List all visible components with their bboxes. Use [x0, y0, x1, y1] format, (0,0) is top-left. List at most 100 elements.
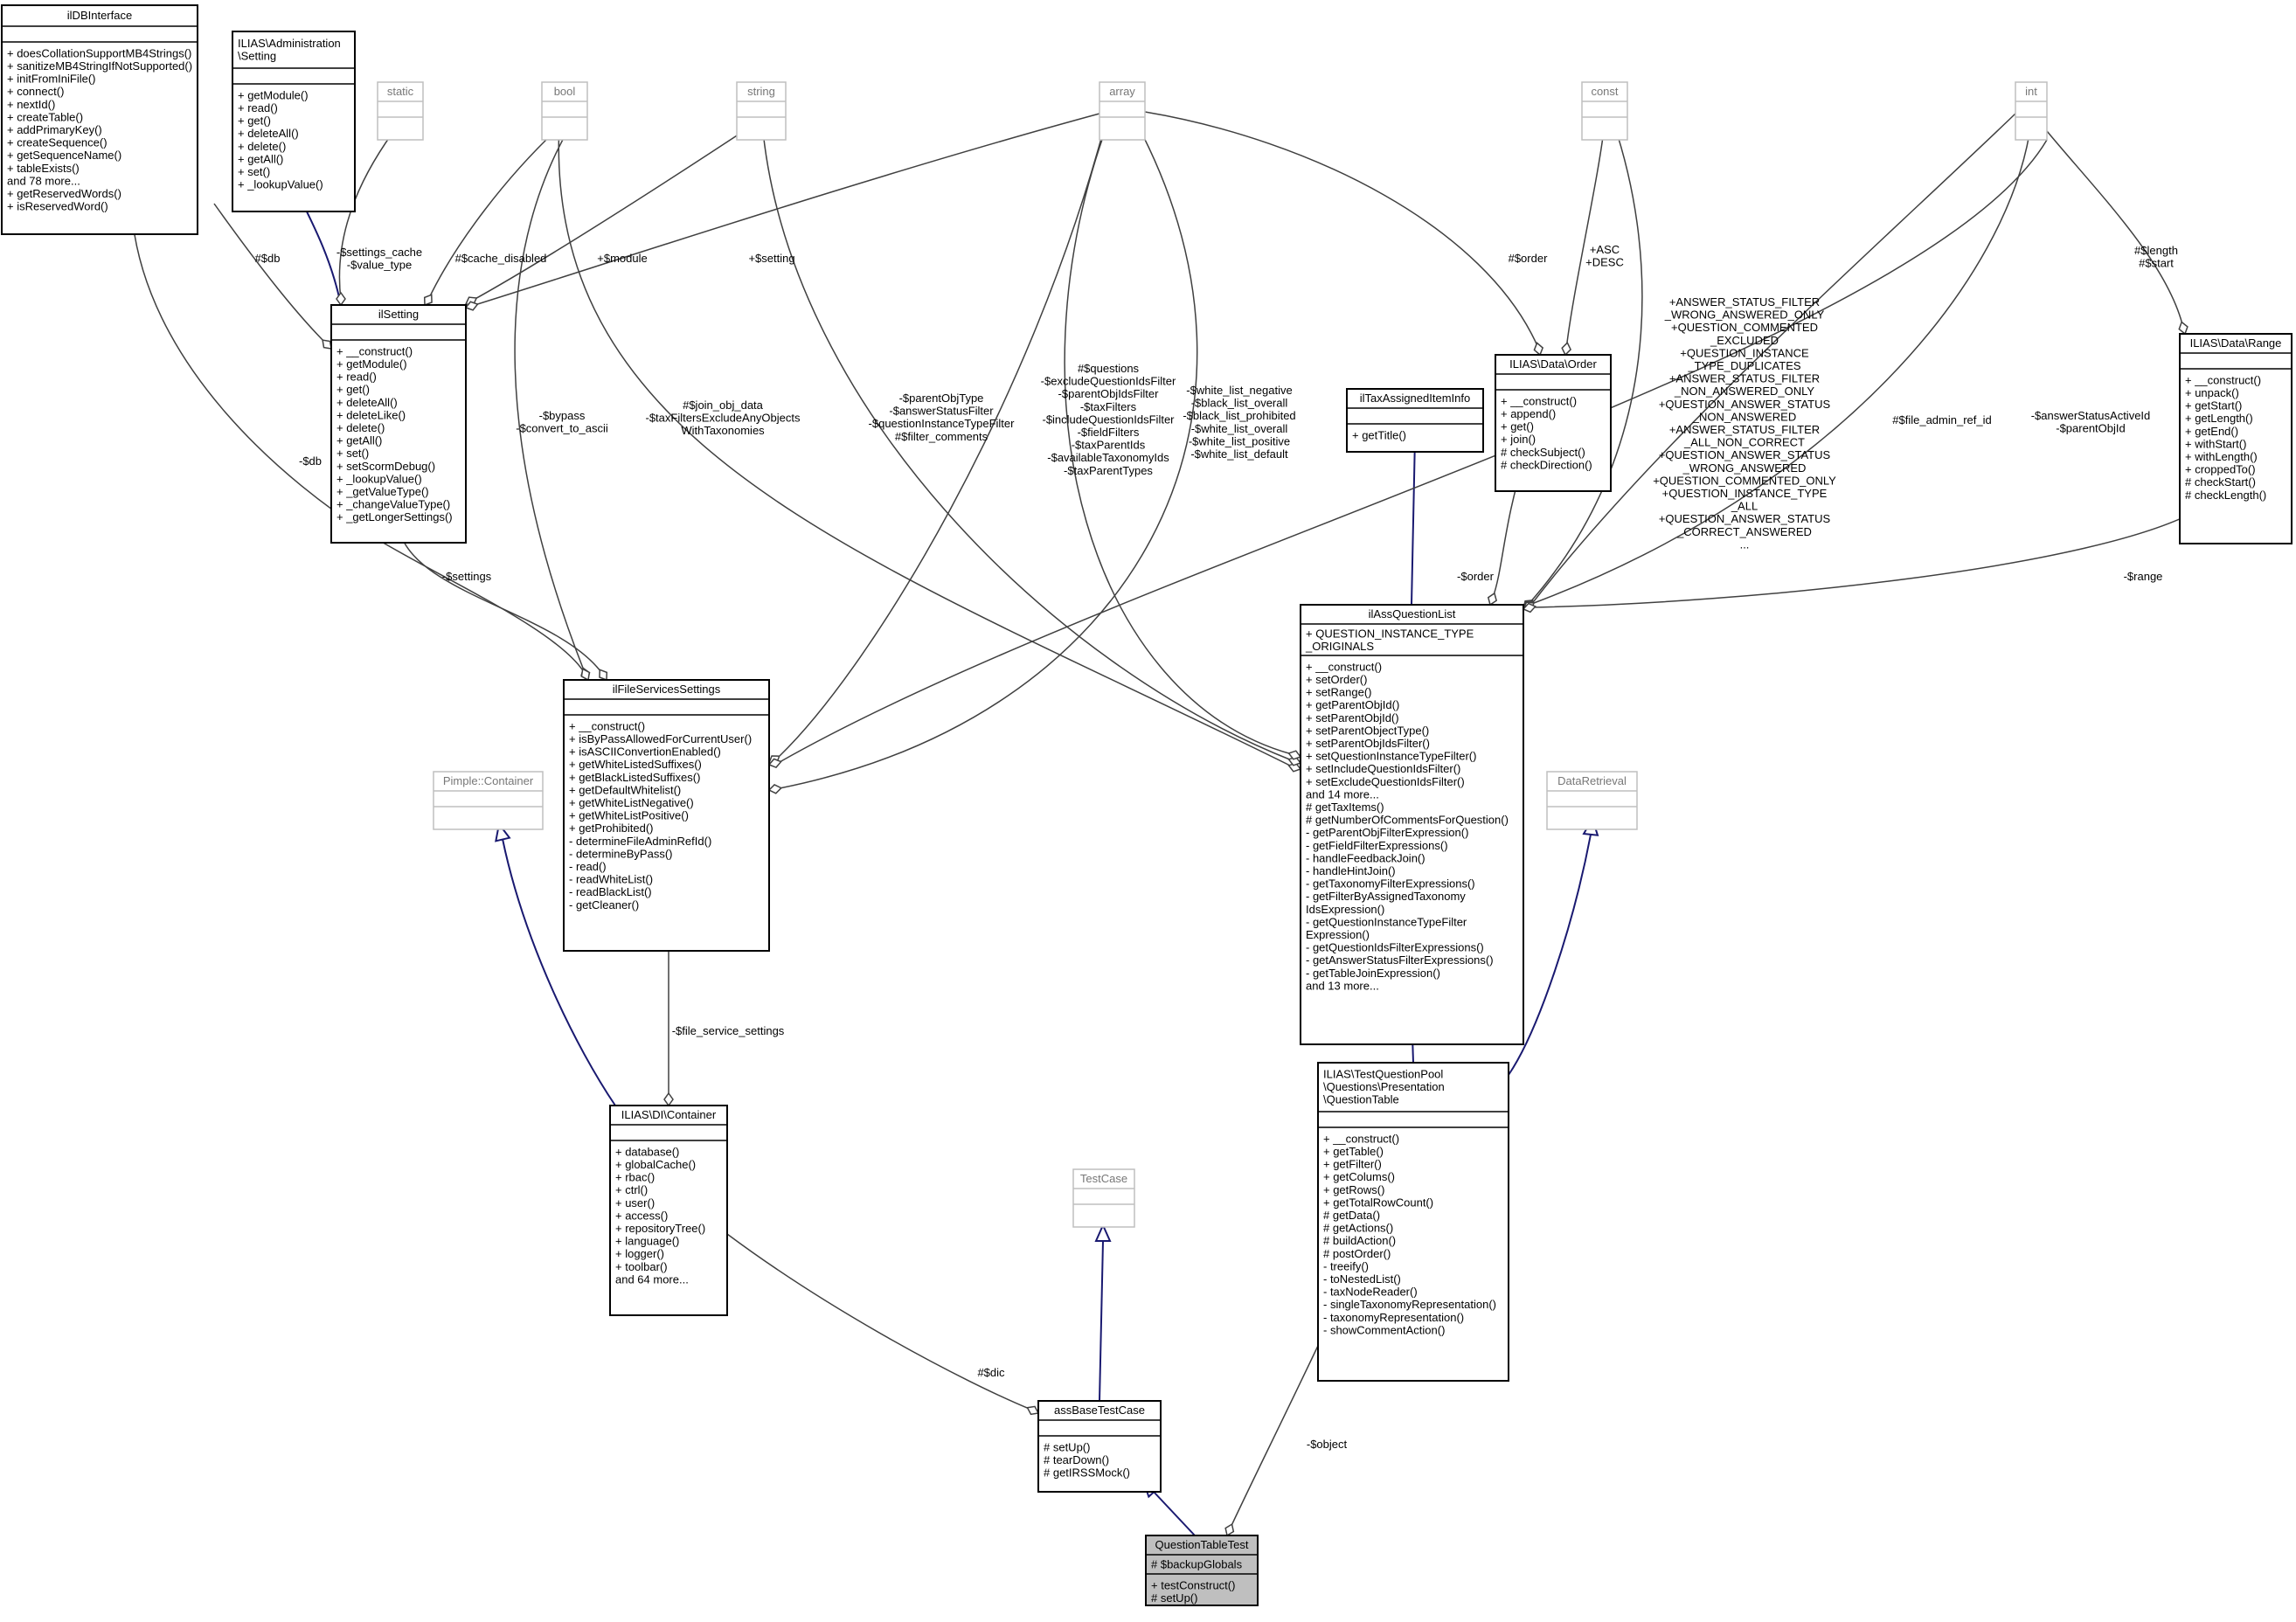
- class-title: DataRetrieval: [1557, 774, 1627, 787]
- class-operation: # checkSubject(): [1501, 446, 1585, 459]
- class-operation: # tearDown(): [1044, 1453, 1109, 1466]
- edge-label-questions: #$questions-$excludeQuestionIdsFilter-$p…: [1041, 362, 1176, 477]
- class-operation: Expression(): [1306, 928, 1370, 941]
- class-title: bool: [554, 85, 576, 98]
- class-operation: and 78 more...: [7, 174, 80, 187]
- edge-label-line: -$value_type: [347, 259, 412, 272]
- class-operation: + isByPassAllowedForCurrentUser(): [569, 732, 752, 745]
- class-node-dataRange[interactable]: ILIAS\Data\Range+ __construct()+ unpack(…: [2179, 333, 2293, 544]
- class-operation: + nextId(): [7, 98, 55, 111]
- class-box: [1145, 1535, 1259, 1606]
- aggregation-diamond: [767, 784, 783, 794]
- class-node-ilDBInterface[interactable]: ilDBInterface+ doesCollationSupportMB4St…: [1, 4, 198, 235]
- edge-label-line: _EXCLUDED: [1710, 334, 1779, 347]
- class-node-ilSetting[interactable]: ilSetting+ __construct()+ getModule()+ r…: [330, 304, 467, 544]
- aggregation-diamond: [1522, 602, 1536, 613]
- class-node-const[interactable]: const: [1581, 81, 1628, 141]
- class-node-ilTaxAssignedItemInfo[interactable]: ilTaxAssignedItemInfo+ getTitle(): [1346, 388, 1484, 453]
- class-operation: + setParentObjectType(): [1306, 724, 1429, 737]
- class-operation: - readWhiteList(): [569, 873, 653, 886]
- class-operation: + getDefaultWhitelist(): [569, 783, 681, 796]
- class-operation: # checkDirection(): [1501, 458, 1592, 471]
- class-operation: + logger(): [615, 1247, 664, 1260]
- class-operation: + sanitizeMB4StringIfNotSupported(): [7, 59, 192, 73]
- edge-label-line: #$cache_disabled: [455, 252, 547, 265]
- class-node-questionTable[interactable]: ILIAS\TestQuestionPool\Questions\Present…: [1317, 1062, 1509, 1382]
- class-operation: + ctrl(): [615, 1183, 648, 1196]
- class-operation: + setIncludeQuestionIdsFilter(): [1306, 762, 1460, 775]
- class-node-adminSetting[interactable]: ILIAS\Administration\Setting+ getModule(…: [232, 31, 356, 212]
- class-operation: - taxNodeReader(): [1323, 1286, 1418, 1299]
- edge-label-line: #$join_obj_data: [683, 399, 764, 412]
- class-node-int[interactable]: int: [2015, 81, 2048, 141]
- class-node-static[interactable]: static: [377, 81, 424, 141]
- class-attribute: + QUESTION_INSTANCE_TYPE: [1306, 627, 1474, 640]
- aggregation-diamond: [336, 291, 346, 307]
- edge-label-setting: +$setting: [748, 252, 794, 265]
- class-operation: + isASCIIConvertionEnabled(): [569, 745, 721, 759]
- class-operation: + deleteAll(): [336, 396, 398, 409]
- class-operation: + withLength(): [2185, 450, 2258, 463]
- class-box: [1546, 771, 1638, 830]
- edge-label-lengthStart: #$length#$start: [2134, 244, 2178, 270]
- class-node-ilFileServicesSettings[interactable]: ilFileServicesSettings+ __construct()+ i…: [563, 679, 770, 952]
- class-operation: - getTaxonomyFilterExpressions(): [1306, 877, 1475, 891]
- edge-label-line: #$file_admin_ref_id: [1892, 413, 1991, 426]
- class-title: static: [387, 85, 414, 98]
- edge-label-line: +DESC: [1585, 256, 1624, 269]
- edge-label-line: #$start: [2139, 257, 2174, 270]
- edge-label-range: -$range: [2124, 570, 2163, 583]
- class-node-questionTableTest[interactable]: QuestionTableTest# $backupGlobals+ testC…: [1145, 1535, 1259, 1606]
- class-operation: - getAnswerStatusFilterExpressions(): [1306, 953, 1494, 967]
- class-operation: + toolbar(): [615, 1260, 668, 1273]
- class-node-bool[interactable]: bool: [541, 81, 588, 141]
- class-box: [1072, 1168, 1135, 1228]
- class-title: array: [1109, 85, 1135, 98]
- class-operation: + getSequenceName(): [7, 149, 121, 162]
- edge-label-line: +QUESTION_ANSWER_STATUS: [1659, 512, 1831, 525]
- aggregation-diamond: [1487, 592, 1498, 607]
- aggregation-diamond: [423, 294, 433, 307]
- class-box: [736, 81, 787, 141]
- class-box: [232, 31, 356, 212]
- class-operation: + getColums(): [1323, 1170, 1395, 1183]
- edge-label-cacheDisabled: #$cache_disabled: [455, 252, 547, 265]
- edge-label-line: -$white_list_overall: [1191, 422, 1288, 435]
- class-title: ILIAS\Data\Order: [1509, 357, 1597, 371]
- class-node-dataOrder[interactable]: ILIAS\Data\Order+ __construct()+ append(…: [1495, 354, 1612, 492]
- class-node-diContainer[interactable]: ILIAS\DI\Container+ database()+ globalCa…: [609, 1105, 728, 1316]
- edge-label-settingsCache: -$settings_cache-$value_type: [336, 246, 422, 272]
- aggregation-diamond: [2178, 321, 2188, 336]
- association-edge-cacheDisabled: [423, 121, 565, 307]
- class-title: const: [1591, 85, 1618, 98]
- edge-label-db1: #$db: [255, 252, 281, 265]
- association-edge-joinObj: [558, 121, 1302, 773]
- class-node-string[interactable]: string: [736, 81, 787, 141]
- class-title: ilDBInterface: [67, 9, 132, 22]
- class-node-dataRetrieval[interactable]: DataRetrieval: [1546, 771, 1638, 830]
- class-operation: + rbac(): [615, 1171, 655, 1184]
- edge-label-line: +QUESTION_ANSWER_STATUS: [1659, 448, 1831, 461]
- class-operation: # checkLength(): [2185, 489, 2266, 502]
- inheritance-edge-assBaseTestCase-testCase: [1094, 1223, 1112, 1402]
- edge-label-line: -$parentObjIdsFilter: [1058, 387, 1160, 400]
- edge-label-line: -$black_list_prohibited: [1183, 409, 1295, 422]
- edge-label-line: +QUESTION_INSTANCE_TYPE: [1662, 487, 1828, 500]
- aggregation-diamond: [1224, 1522, 1235, 1537]
- class-operation: - toNestedList(): [1323, 1272, 1401, 1286]
- class-operation: + getTotalRowCount(): [1323, 1196, 1433, 1209]
- edge-label-module: +$module: [597, 252, 647, 265]
- association-edge-module: [464, 121, 758, 306]
- class-node-assBaseTestCase[interactable]: assBaseTestCase# setUp()# tearDown()# ge…: [1037, 1400, 1162, 1493]
- class-node-ilAssQuestionList[interactable]: ilAssQuestionList+ QUESTION_INSTANCE_TYP…: [1300, 604, 1524, 1045]
- class-node-testCase[interactable]: TestCase: [1072, 1168, 1135, 1228]
- edge-label-line: _WRONG_ANSWERED: [1682, 461, 1807, 475]
- edge-label-fileAdminRef: #$file_admin_ref_id: [1892, 413, 1991, 426]
- class-operation: + croppedTo(): [2185, 463, 2256, 476]
- class-node-pimple[interactable]: Pimple::Container: [433, 771, 544, 830]
- class-operation: + setQuestionInstanceTypeFilter(): [1306, 750, 1476, 763]
- class-title: TestCase: [1080, 1172, 1127, 1185]
- class-operation: + createTable(): [7, 110, 83, 123]
- class-node-array[interactable]: array: [1099, 81, 1146, 141]
- class-operation: + _getValueType(): [336, 485, 429, 498]
